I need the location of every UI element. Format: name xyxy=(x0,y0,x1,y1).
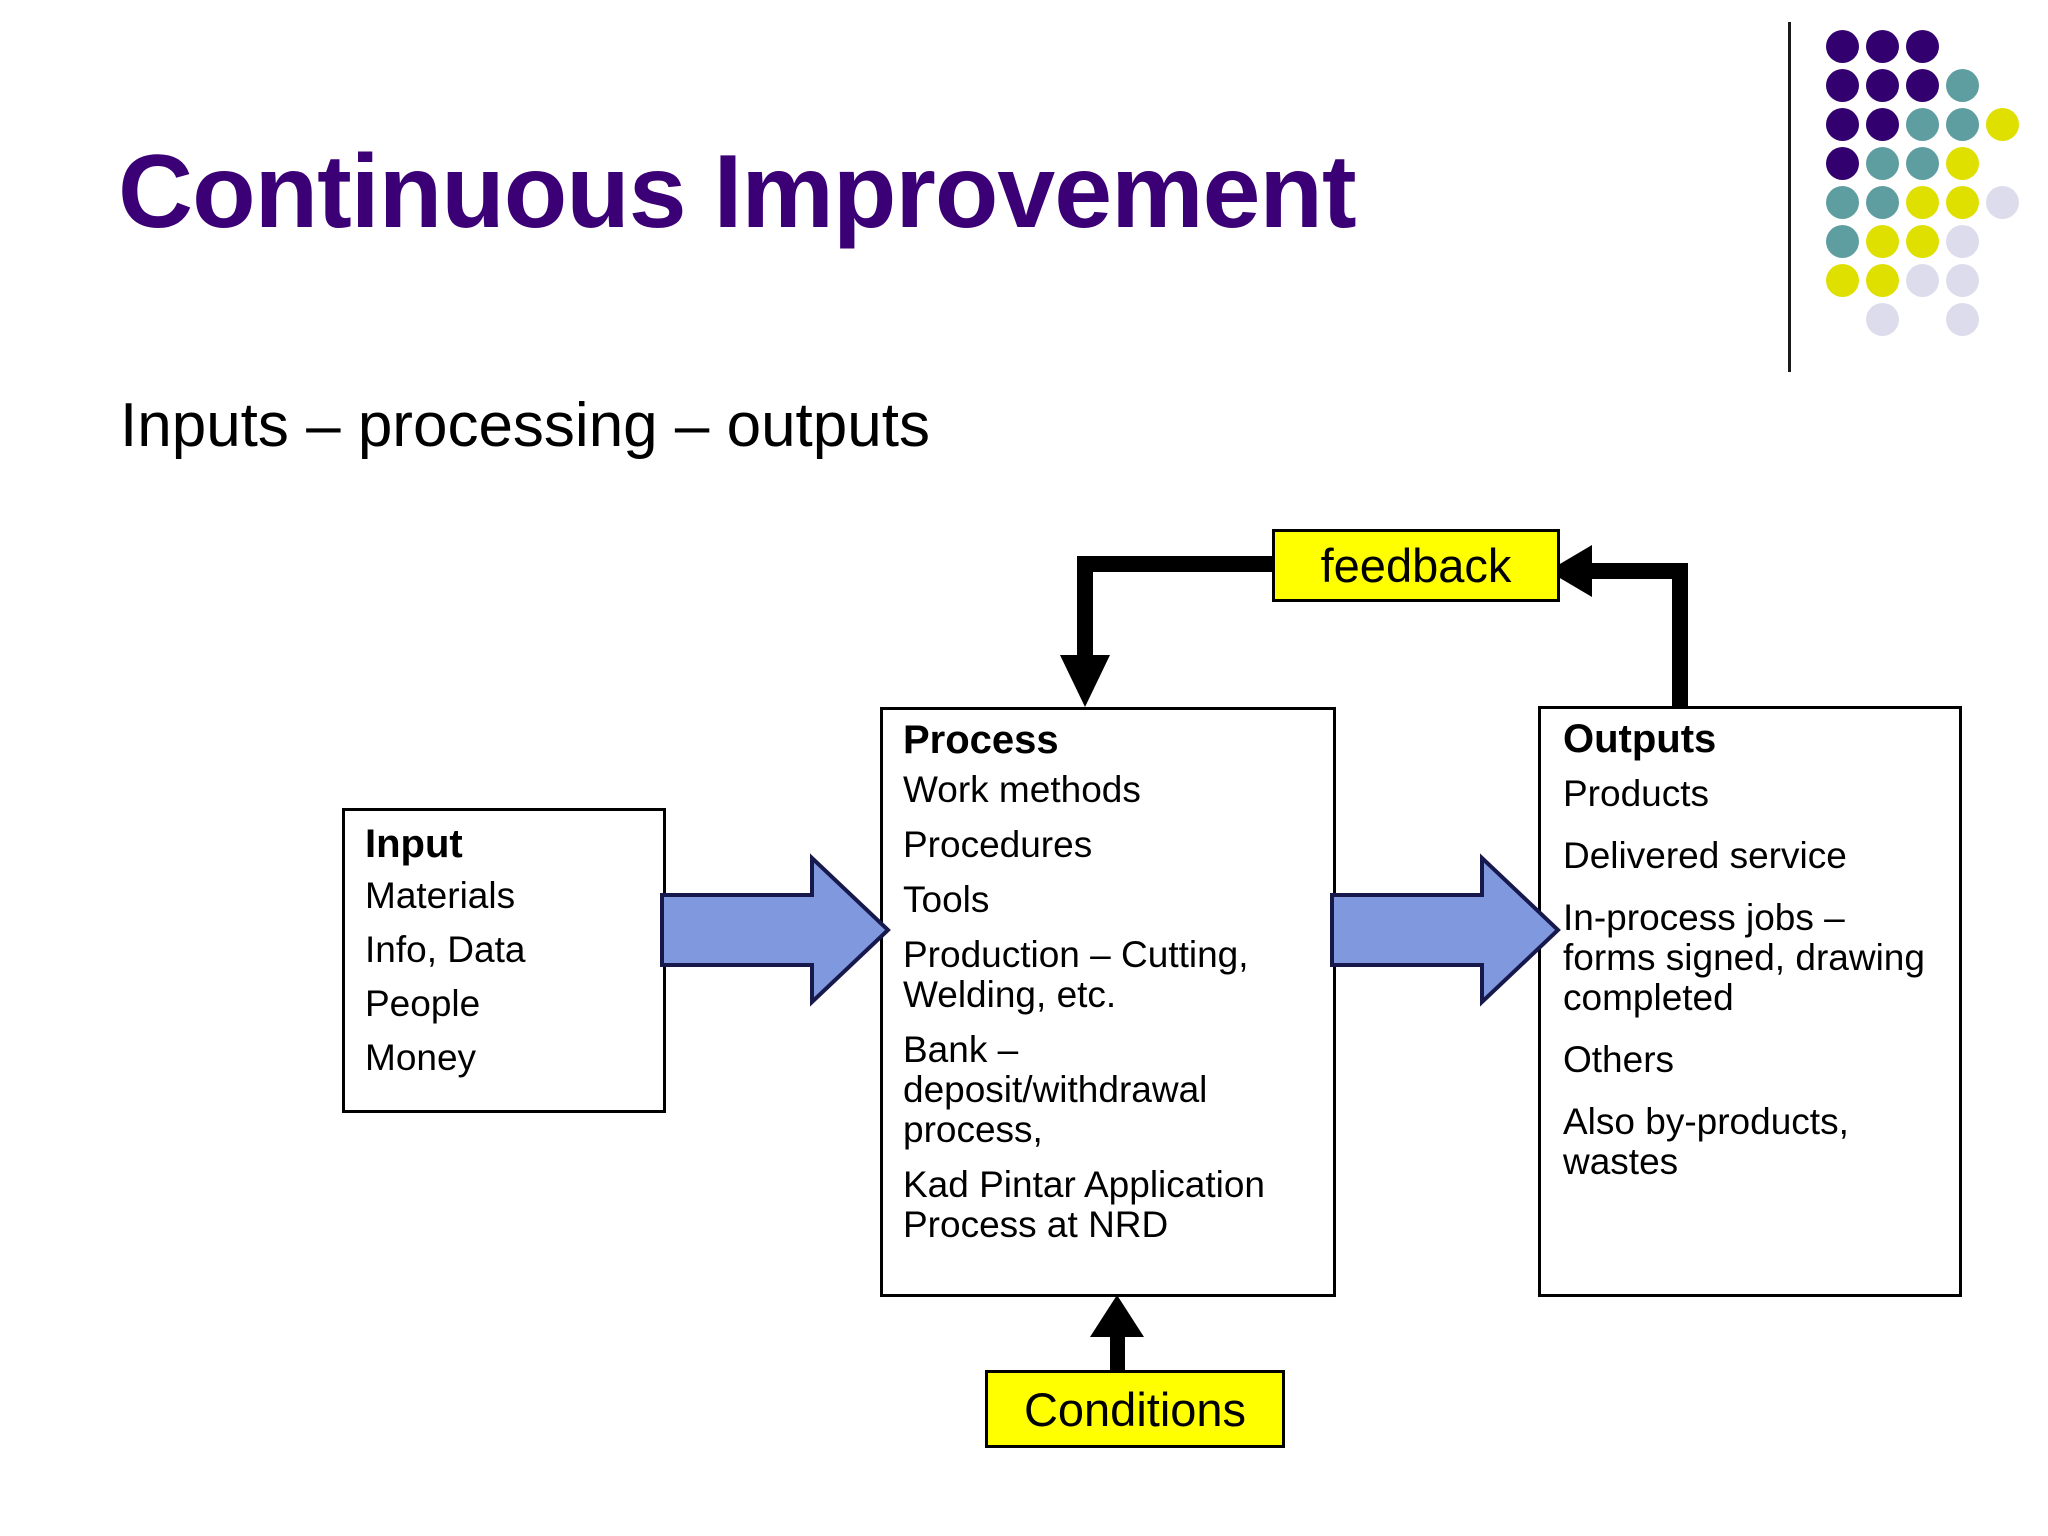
outputs-node-item: Products xyxy=(1563,773,1710,814)
input-node-item: People xyxy=(365,982,481,1024)
conditions-vertical-connector xyxy=(1110,1330,1125,1374)
logo-dot-purple xyxy=(1826,108,1859,141)
outputs-node-title: Outputs xyxy=(1563,717,1717,761)
outputs-node-item: Also by-products, wastes xyxy=(1563,1100,1849,1182)
logo-dot-purple xyxy=(1826,147,1859,180)
process-node-item: Work methods xyxy=(903,769,1141,810)
feedback-right-horizontal-connector xyxy=(1588,563,1688,579)
logo-dot-yellow xyxy=(1946,186,1979,219)
logo-dot-lavender xyxy=(1866,303,1899,336)
logo-dot-yellow xyxy=(1986,108,2019,141)
logo-dot-lavender xyxy=(1946,303,1979,336)
logo-dot-teal xyxy=(1906,147,1939,180)
process-node-item: Bank – deposit/withdrawal process, xyxy=(903,1028,1208,1150)
process-node-item: Procedures xyxy=(903,823,1093,865)
logo-dot-yellow xyxy=(1826,264,1859,297)
logo-dot-teal xyxy=(1866,186,1899,219)
logo-dot-lavender xyxy=(1986,186,2019,219)
outputs-node-item: Delivered service xyxy=(1563,834,1847,876)
logo-dot-purple xyxy=(1866,30,1899,63)
process-node-title: Process xyxy=(903,718,1059,762)
outputs-node-item: Others xyxy=(1563,1038,1675,1080)
logo-dot-teal xyxy=(1866,147,1899,180)
logo-dot-yellow xyxy=(1866,264,1899,297)
feedback-left-vertical-connector xyxy=(1077,556,1093,660)
logo-dot-yellow xyxy=(1946,147,1979,180)
logo-dot-yellow xyxy=(1906,225,1939,258)
outputs-node: Outputs Products Delivered service In-pr… xyxy=(1538,706,1962,1297)
conditions-label: Conditions xyxy=(985,1370,1285,1448)
process-to-outputs-arrow-icon xyxy=(1330,853,1561,1007)
logo-dot-teal xyxy=(1906,108,1939,141)
logo-dot-lavender xyxy=(1946,264,1979,297)
logo-dot-teal xyxy=(1946,108,1979,141)
input-node: Input Materials Info, Data People Money xyxy=(342,808,666,1113)
input-node-title: Input xyxy=(365,822,463,866)
logo-dot-lavender xyxy=(1906,264,1939,297)
logo-dot-grid xyxy=(1826,30,2026,340)
logo-dot-yellow xyxy=(1866,225,1899,258)
process-node-item: Production – Cutting, Welding, etc. xyxy=(903,933,1249,1015)
outputs-node-item: In-process jobs – forms signed, drawing … xyxy=(1563,896,1925,1018)
process-node-item: Tools xyxy=(903,878,990,920)
feedback-label: feedback xyxy=(1272,529,1560,602)
logo-divider-rule xyxy=(1788,22,1791,372)
conditions-arrowhead-icon xyxy=(1090,1295,1144,1337)
input-node-item: Materials xyxy=(365,875,516,916)
logo-dot-purple xyxy=(1866,69,1899,102)
logo-dot-teal xyxy=(1826,225,1859,258)
process-node-item: Kad Pintar Application Process at NRD xyxy=(903,1163,1266,1245)
feedback-left-horizontal-connector xyxy=(1077,556,1275,572)
logo-dot-purple xyxy=(1906,30,1939,63)
logo-dot-lavender xyxy=(1946,225,1979,258)
logo-dot-purple xyxy=(1826,30,1859,63)
logo-dot-yellow xyxy=(1906,186,1939,219)
logo-dot-purple xyxy=(1826,69,1859,102)
dot-matrix-logo xyxy=(1788,22,2028,372)
logo-dot-teal xyxy=(1946,69,1979,102)
page-title: Continuous Improvement xyxy=(118,134,1357,250)
process-node: Process Work methods Procedures Tools Pr… xyxy=(880,707,1336,1297)
input-to-process-arrow-icon xyxy=(660,853,891,1007)
logo-dot-purple xyxy=(1906,69,1939,102)
logo-dot-purple xyxy=(1866,108,1899,141)
feedback-outbound-arrowhead-icon xyxy=(1060,655,1110,707)
feedback-right-vertical-connector xyxy=(1672,563,1688,709)
input-node-item: Money xyxy=(365,1036,477,1078)
slide-subtitle: Inputs – processing – outputs xyxy=(120,391,930,460)
input-node-item: Info, Data xyxy=(365,928,526,970)
logo-dot-teal xyxy=(1826,186,1859,219)
